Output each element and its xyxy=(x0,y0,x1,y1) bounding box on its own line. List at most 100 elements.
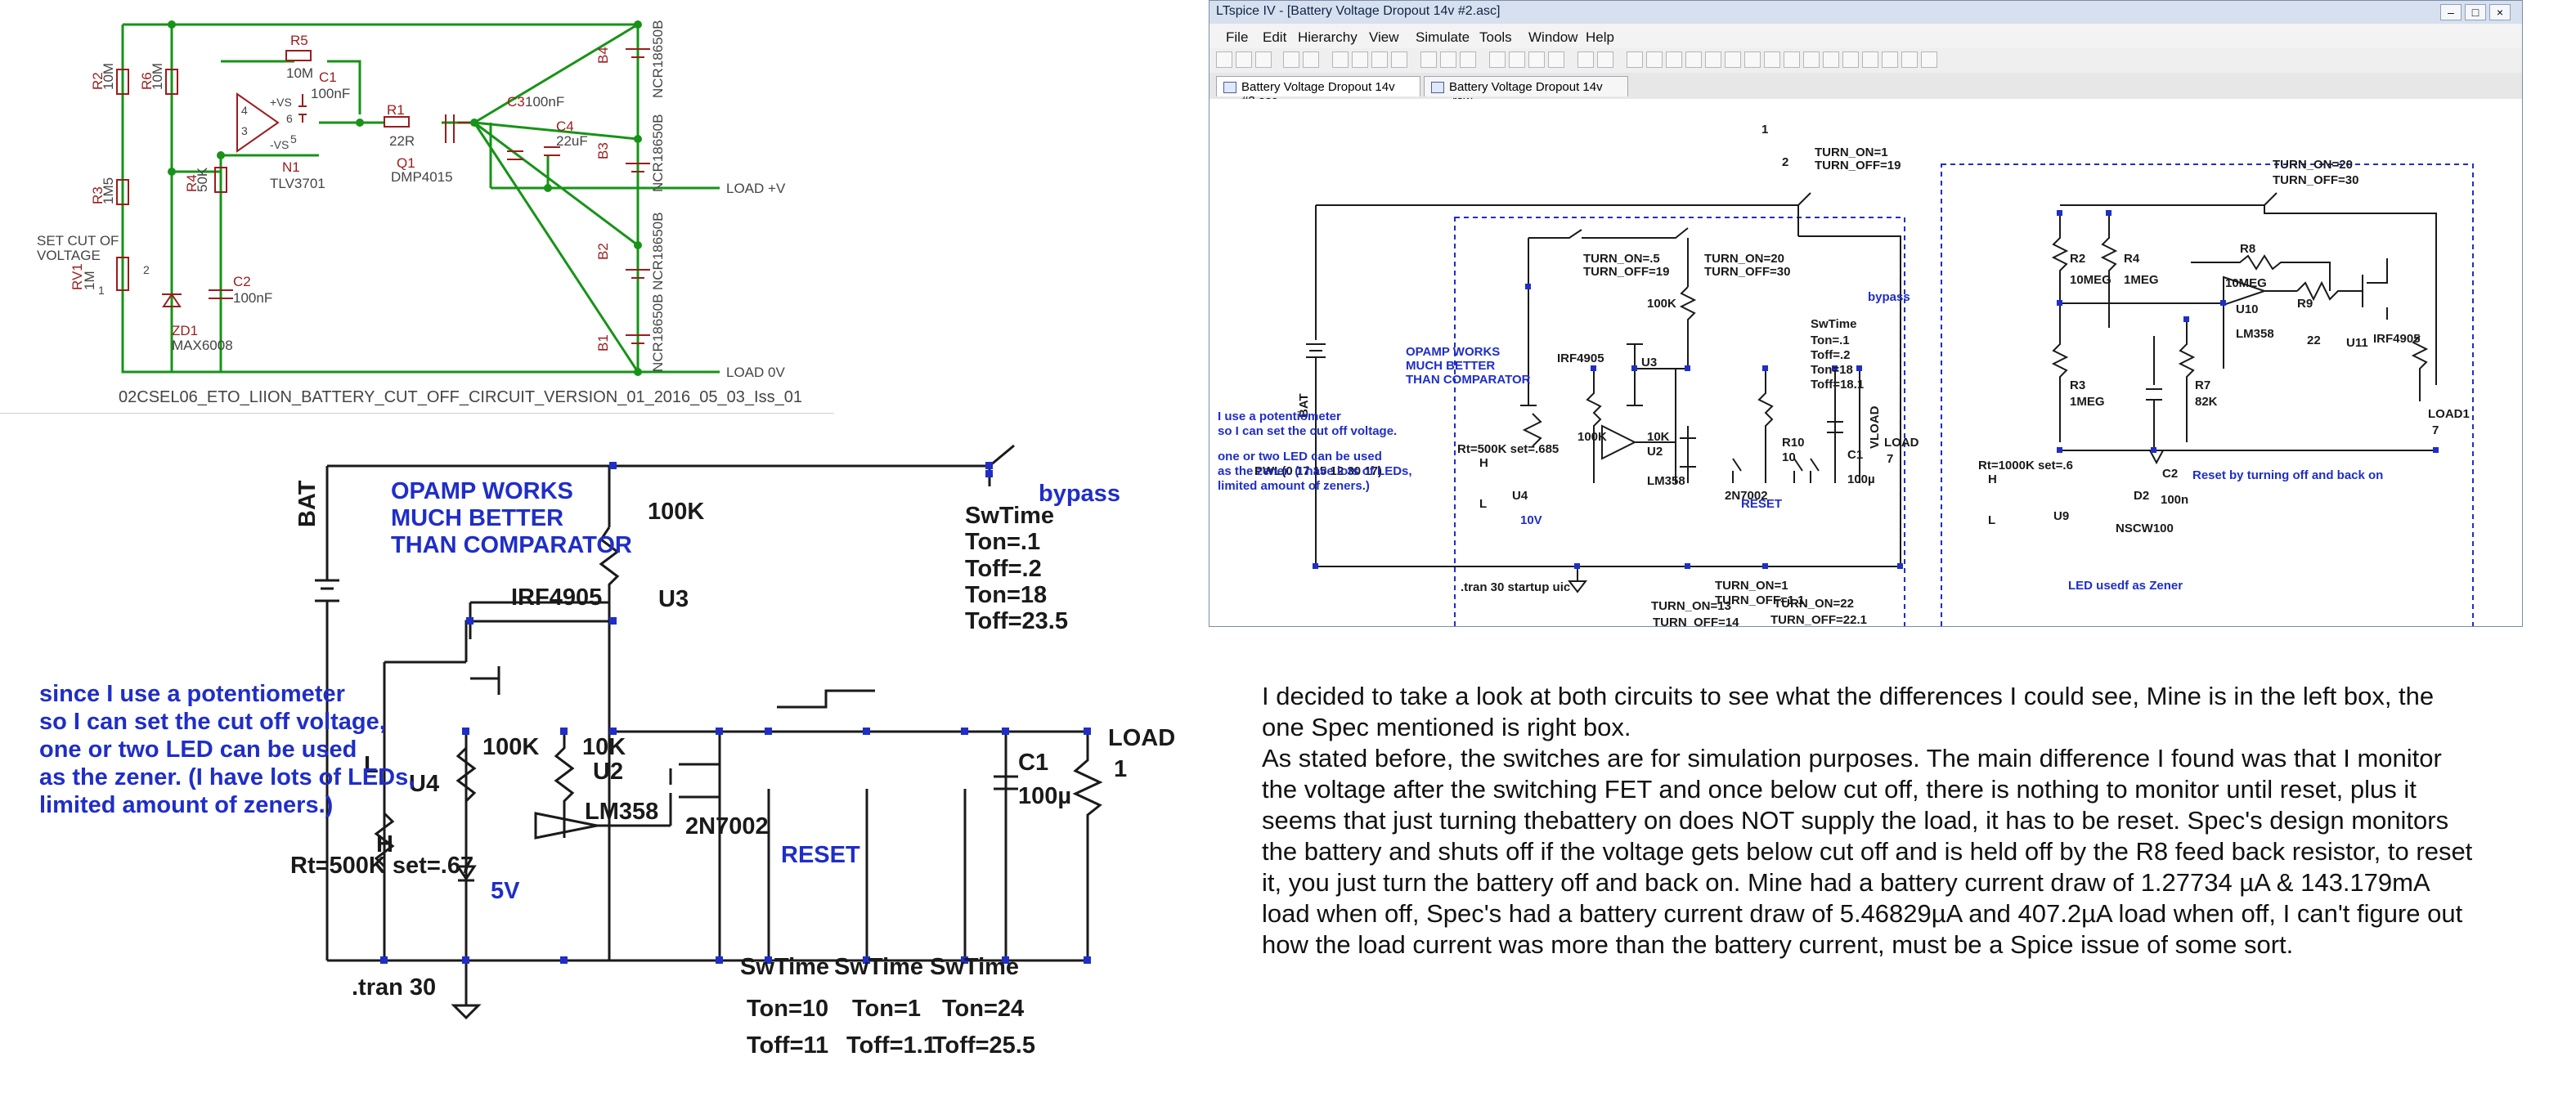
eagle-val-r6: 10M xyxy=(150,63,165,90)
find-icon[interactable] xyxy=(1548,51,1564,68)
eagle-val-r3: 1M5 xyxy=(101,177,116,204)
copy-icon[interactable] xyxy=(1509,51,1525,68)
eagle-ref-b3: B3 xyxy=(595,142,611,159)
eagle-label-set-cut: SET CUT OF xyxy=(37,233,119,249)
move-icon[interactable] xyxy=(1784,51,1800,68)
eagle-pin-1: 1 xyxy=(98,284,105,297)
lt-left-rt: Rt=500K set=.685 xyxy=(1457,442,1559,456)
lt-left-toff181: Toff=18.1 xyxy=(1811,378,1864,392)
close-window-icon[interactable] xyxy=(1460,51,1476,68)
tab-waveform[interactable]: Battery Voltage Dropout 14v .raw xyxy=(1424,76,1628,108)
save-icon[interactable] xyxy=(1255,51,1272,68)
lt-left-top-off: TURN_OFF=19 xyxy=(1815,159,1901,172)
text-icon[interactable] xyxy=(1901,51,1918,68)
lt-left-opamp3: THAN COMPARATOR xyxy=(1406,373,1531,387)
menu-edit[interactable]: Edit xyxy=(1263,29,1287,45)
bottom-bypass: bypass xyxy=(1039,481,1120,507)
bottom-note1: since I use a potentiometer xyxy=(39,681,345,707)
menu-simulate[interactable]: Simulate xyxy=(1416,29,1470,45)
lt-left-h: H xyxy=(1479,456,1488,470)
bottom-u3: U3 xyxy=(658,586,689,612)
lt-left-opamp2: MUCH BETTER xyxy=(1406,359,1495,373)
bottom-opamp1: OPAMP WORKS xyxy=(391,478,573,504)
lt-left-r10k: 10K xyxy=(1647,430,1670,444)
eagle-val-n1: TLV3701 xyxy=(270,176,325,191)
zoom-pan-icon[interactable] xyxy=(1352,51,1368,68)
lt-left-u3: U3 xyxy=(1641,356,1657,369)
lt-right-seven: 7 xyxy=(2432,423,2439,437)
lt-left-l: L xyxy=(1479,497,1487,511)
cut-icon[interactable] xyxy=(1489,51,1506,68)
preview-icon[interactable] xyxy=(1597,51,1613,68)
menu-view[interactable]: View xyxy=(1369,29,1399,45)
menu-help[interactable]: Help xyxy=(1586,29,1614,45)
zoom-in-icon[interactable] xyxy=(1332,51,1349,68)
menu-file[interactable]: File xyxy=(1226,29,1249,45)
close-button[interactable]: × xyxy=(2489,4,2511,20)
capacitor-icon[interactable] xyxy=(1705,51,1721,68)
eagle-label-load-zero: LOAD 0V xyxy=(726,365,785,380)
undo-icon[interactable] xyxy=(1823,51,1839,68)
lt-left-irf: IRF4905 xyxy=(1557,351,1604,365)
inductor-icon[interactable] xyxy=(1725,51,1741,68)
redo-icon[interactable] xyxy=(1842,51,1859,68)
halt-icon[interactable] xyxy=(1303,51,1319,68)
lt-left-pin-2: 2 xyxy=(1782,155,1788,169)
bottom-note4: as the zener. (I have lots of LEDs, xyxy=(39,764,415,790)
lt-right-load1: LOAD1 xyxy=(2428,407,2470,421)
diode-icon[interactable] xyxy=(1744,51,1761,68)
bottom-sw-b: SwTime xyxy=(834,954,923,980)
eagle-label-voltage: VOLTAGE xyxy=(37,248,101,263)
bottom-l: L xyxy=(364,752,379,778)
eagle-pin-5: 5 xyxy=(290,132,297,146)
lt-left-note5: limited amount of zeners.) xyxy=(1218,479,1370,493)
eagle-ref-r1: R1 xyxy=(387,102,405,118)
lt-left-lm358: LM358 xyxy=(1647,474,1685,488)
maximize-button[interactable]: □ xyxy=(2465,4,2486,20)
zoom-out-icon[interactable] xyxy=(1371,51,1388,68)
new-icon[interactable] xyxy=(1216,51,1232,68)
menu-hierarchy[interactable]: Hierarchy xyxy=(1298,29,1358,45)
tile-icon[interactable] xyxy=(1420,51,1437,68)
mirror-icon[interactable] xyxy=(1882,51,1898,68)
component-icon[interactable] xyxy=(1764,51,1780,68)
paste-icon[interactable] xyxy=(1528,51,1545,68)
open-icon[interactable] xyxy=(1236,51,1252,68)
bottom-sw-a: SwTime xyxy=(740,954,829,980)
lt-right-c2: C2 xyxy=(2162,467,2178,481)
bottom-c1v: 100µ xyxy=(1018,783,1071,809)
rotate-icon[interactable] xyxy=(1862,51,1878,68)
menu-tools[interactable]: Tools xyxy=(1479,29,1512,45)
bottom-bat: BAT xyxy=(294,480,321,527)
lt-left-off14: TURN_OFF=14 xyxy=(1653,616,1739,626)
eagle-pin-6: 6 xyxy=(286,112,293,125)
menu-window[interactable]: Window xyxy=(1528,29,1578,45)
lt-left-note2: so I can set the cut off voltage. xyxy=(1218,424,1397,438)
schematic-canvas[interactable]: BAT PWL(0 17 15 12 30 17) TURN_ON=1 TURN… xyxy=(1209,99,2522,626)
label-net-icon[interactable] xyxy=(1666,51,1682,68)
eagle-val-b2: NCR18650B xyxy=(650,213,666,290)
print-icon[interactable] xyxy=(1577,51,1594,68)
ground-icon[interactable] xyxy=(1646,51,1663,68)
lt-right-r8v: 10MEG xyxy=(2225,276,2267,290)
bottom-swtime-top: SwTime xyxy=(965,503,1054,529)
cascade-icon[interactable] xyxy=(1440,51,1456,68)
ltspice-schematic: BAT PWL(0 17 15 12 30 17) TURN_ON=1 TURN… xyxy=(1218,123,2474,626)
minimize-button[interactable]: – xyxy=(2440,4,2462,20)
tab-schematic[interactable]: Battery Voltage Dropout 14v #2.asc xyxy=(1216,76,1420,108)
eagle-ref-c3: C3 xyxy=(507,94,525,110)
bottom-z5v: 5V xyxy=(491,878,520,904)
spice-directive-icon[interactable] xyxy=(1921,51,1937,68)
eagle-val-r4: 50K xyxy=(195,167,210,192)
run-icon[interactable] xyxy=(1283,51,1299,68)
lt-left-r10: R10 xyxy=(1782,436,1805,450)
lt-right-h: H xyxy=(1988,472,1997,486)
drag-icon[interactable] xyxy=(1803,51,1820,68)
window-titlebar: LTspice IV - [Battery Voltage Dropout 14… xyxy=(1209,1,2522,25)
zoom-fit-icon[interactable] xyxy=(1391,51,1407,68)
lt-right-r2v: 10MEG xyxy=(2070,273,2112,287)
lt-left-r100k: 100K xyxy=(1647,297,1676,311)
eagle-val-r2: 10M xyxy=(101,63,116,90)
resistor-icon[interactable] xyxy=(1685,51,1702,68)
wire-icon[interactable] xyxy=(1627,51,1643,68)
